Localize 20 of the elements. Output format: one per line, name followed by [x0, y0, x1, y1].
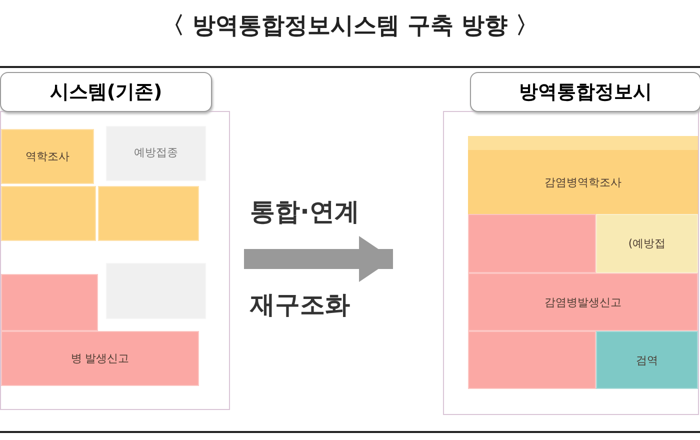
panel-header: 방역통합정보시	[470, 72, 700, 112]
module-block: 검역	[596, 331, 698, 389]
module-block: 역학조사	[1, 129, 94, 184]
block	[1, 186, 96, 241]
block	[468, 214, 596, 273]
module-block: (예방접	[596, 214, 698, 273]
arrow-caption: 재구조화	[250, 289, 350, 321]
module-block: 감염병발생신고	[468, 273, 698, 331]
module-block: 예방접종	[106, 126, 206, 181]
system-panel	[0, 111, 230, 410]
title: 〈 방역통합정보시스템 구축 방향 〉	[160, 12, 540, 41]
block	[468, 331, 596, 389]
module-block: 감염병역학조사	[468, 136, 698, 214]
block	[98, 186, 199, 241]
panel-header: 시스템(기존)	[0, 72, 212, 112]
arrow-caption: 통합·연계	[250, 196, 360, 228]
system-panel	[443, 111, 699, 415]
block	[1, 274, 98, 331]
module-block: 병 발생신고	[1, 331, 199, 386]
block-arrow	[244, 236, 393, 282]
